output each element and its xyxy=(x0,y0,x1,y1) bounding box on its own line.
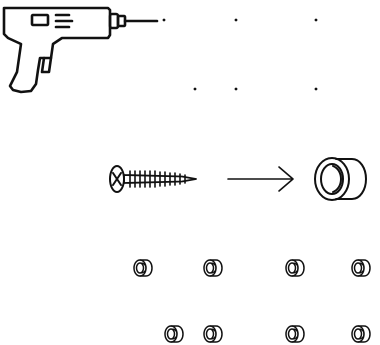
small-wall-anchor-icon xyxy=(164,325,184,343)
wall-anchor-icon xyxy=(314,157,367,201)
drill-icon xyxy=(2,6,159,94)
drill-hole-marker xyxy=(162,18,166,22)
small-wall-anchor-icon xyxy=(203,325,223,343)
small-wall-anchor-icon xyxy=(133,259,153,277)
small-wall-anchor-icon xyxy=(203,259,223,277)
small-wall-anchor-icon xyxy=(351,325,371,343)
anchor-row-2 xyxy=(164,325,371,343)
small-wall-anchor-icon xyxy=(285,259,305,277)
drill-hole-markers xyxy=(162,18,318,91)
drill-hole-marker xyxy=(314,18,318,22)
drill-hole-marker xyxy=(193,87,197,91)
drill-hole-marker xyxy=(234,87,238,91)
screw-icon xyxy=(109,165,197,193)
drill-hole-marker xyxy=(314,87,318,91)
small-wall-anchor-icon xyxy=(285,325,305,343)
anchor-row-1 xyxy=(133,259,371,277)
arrow-right-icon xyxy=(227,166,294,192)
drill-hole-marker xyxy=(234,18,238,22)
small-wall-anchor-icon xyxy=(351,259,371,277)
